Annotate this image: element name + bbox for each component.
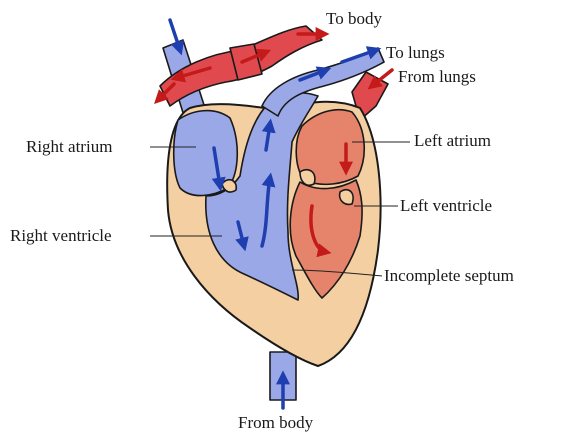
label-right-ventricle: Right ventricle — [10, 226, 112, 245]
label-from-lungs: From lungs — [398, 67, 476, 86]
label-left-ventricle: Left ventricle — [400, 196, 492, 215]
label-to-body: To body — [326, 9, 382, 28]
label-incomplete-septum: Incomplete septum — [384, 266, 514, 285]
label-left-atrium: Left atrium — [414, 131, 491, 150]
label-to-lungs: To lungs — [386, 43, 445, 62]
label-right-atrium: Right atrium — [26, 137, 112, 156]
label-from-body: From body — [238, 413, 314, 432]
